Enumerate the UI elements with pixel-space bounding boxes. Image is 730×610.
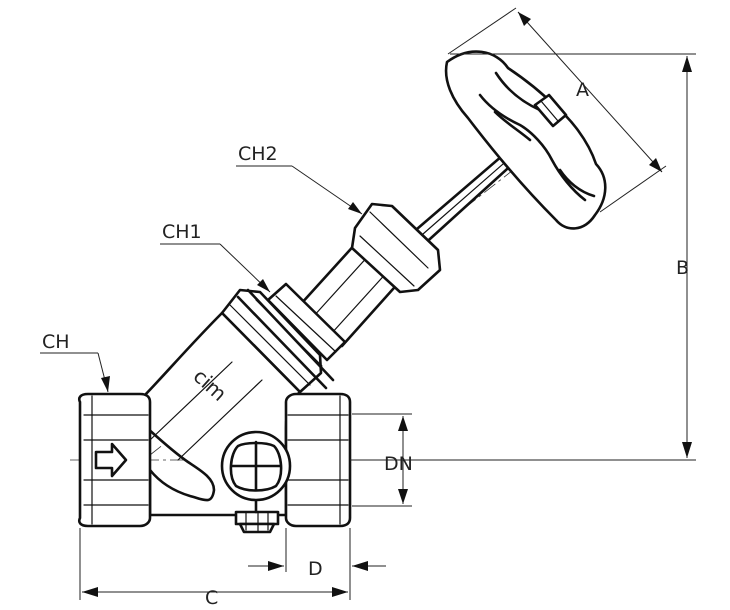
- stem-and-handwheel: [408, 50, 607, 250]
- flow-direction-arrow: [94, 442, 128, 478]
- label-c: C: [205, 587, 218, 609]
- leader-ch2: CH2: [236, 143, 363, 215]
- leader-ch1: CH1: [160, 221, 271, 293]
- dimension-dn: DN: [352, 413, 413, 507]
- dimension-d: D: [248, 528, 386, 580]
- label-ch1: CH1: [162, 221, 202, 243]
- bonnet: [220, 202, 442, 394]
- label-dn: DN: [384, 453, 413, 475]
- drain-cock: [220, 430, 292, 534]
- dimension-c: C: [79, 528, 351, 609]
- handwheel: [444, 50, 607, 230]
- dimension-a: A: [447, 7, 667, 213]
- label-d: D: [308, 558, 323, 580]
- valve-body: cim: [77, 311, 352, 534]
- inlet-port: [77, 392, 152, 528]
- gland-nut-ch2: [350, 202, 442, 294]
- label-a: A: [576, 79, 589, 101]
- leader-ch: CH: [40, 331, 110, 393]
- outlet-port: [284, 392, 352, 528]
- label-ch: CH: [42, 331, 70, 353]
- dimension-b: B: [350, 53, 696, 461]
- label-ch2: CH2: [238, 143, 278, 165]
- label-b: B: [676, 257, 689, 279]
